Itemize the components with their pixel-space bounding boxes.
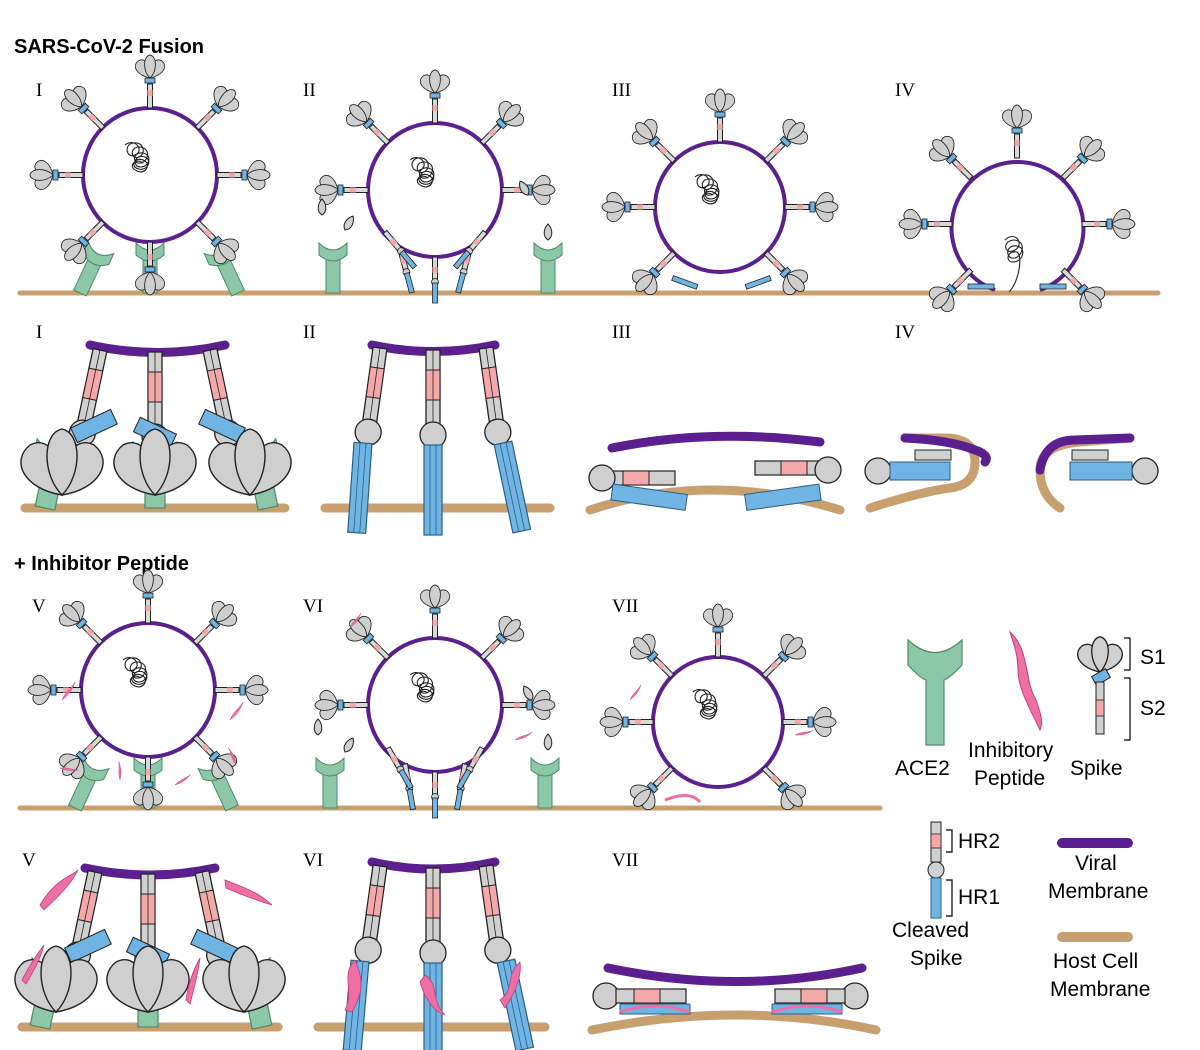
legend-s1-label: S1	[1140, 646, 1166, 669]
stage-label: IV	[895, 322, 915, 343]
stage-label: III	[612, 80, 631, 101]
stage-label: I	[36, 322, 42, 343]
detail-2	[320, 340, 555, 536]
legend-inhibitory-peptide-label-2: Peptide	[974, 767, 1045, 790]
stage-label: II	[303, 322, 316, 343]
stage-label: V	[32, 596, 46, 617]
detail-4	[864, 433, 1159, 513]
stage-label: VII	[612, 596, 638, 617]
legend-viral-membrane-label-1: Viral	[1075, 852, 1117, 875]
stage-label: VI	[303, 596, 323, 617]
legend-inhibitory-peptide: Inhibitory Peptide	[968, 630, 1054, 790]
row2: I II III IV	[20, 322, 1159, 536]
virion-2	[315, 70, 563, 304]
virion-3	[602, 89, 838, 301]
legend-cleaved-spike-label-1: Cleaved	[892, 919, 969, 942]
detail-6	[313, 857, 550, 1050]
legend-spike: Spike S1 S2	[1070, 636, 1166, 780]
virion-7	[600, 604, 836, 816]
legend-viral-membrane-label-2: Membrane	[1048, 880, 1148, 903]
stage-label: III	[612, 322, 631, 343]
legend-spike-label: Spike	[1070, 757, 1123, 780]
legend-host-membrane-label-1: Host Cell	[1053, 950, 1138, 973]
legend-hr1-label: HR1	[958, 886, 1000, 909]
detail-5	[14, 863, 286, 1033]
row4: V VI VII	[14, 850, 881, 1050]
row1: I II III IV	[17, 55, 1161, 318]
legend-inhibitory-peptide-label-1: Inhibitory	[968, 739, 1054, 762]
stage-label: V	[22, 850, 36, 871]
stage-label: I	[36, 80, 42, 101]
legend-host-membrane-label-2: Membrane	[1050, 978, 1150, 1001]
legend-hr2-label: HR2	[958, 830, 1000, 853]
stage-label: IV	[895, 80, 915, 101]
stage-label: VII	[612, 850, 638, 871]
legend-ace2: ACE2	[895, 638, 963, 780]
legend-s2-label: S2	[1140, 697, 1166, 720]
legend-cleaved-spike: HR2 HR1 Cleaved Spike	[892, 821, 1000, 970]
stage-label: II	[303, 80, 316, 101]
row3: V VI VII	[17, 570, 883, 819]
detail-3	[585, 431, 845, 515]
legend-cleaved-spike-label-2: Spike	[910, 947, 963, 970]
legend-host-membrane: Host Cell Membrane	[1050, 932, 1150, 1001]
title-inhibitor: + Inhibitor Peptide	[14, 553, 189, 575]
virion-1	[30, 55, 270, 300]
detail-1	[20, 340, 292, 514]
legend-viral-membrane: Viral Membrane	[1048, 838, 1148, 903]
virion-4	[899, 105, 1135, 318]
virion-5	[28, 570, 268, 815]
virion-6	[313, 585, 560, 819]
legend-ace2-label: ACE2	[895, 757, 950, 780]
legend: ACE2 Inhibitory Peptide Spike S1 S2	[892, 630, 1166, 1001]
detail-7	[587, 963, 881, 1035]
stage-label: VI	[303, 850, 323, 871]
title-fusion: SARS-CoV-2 Fusion	[14, 36, 204, 58]
